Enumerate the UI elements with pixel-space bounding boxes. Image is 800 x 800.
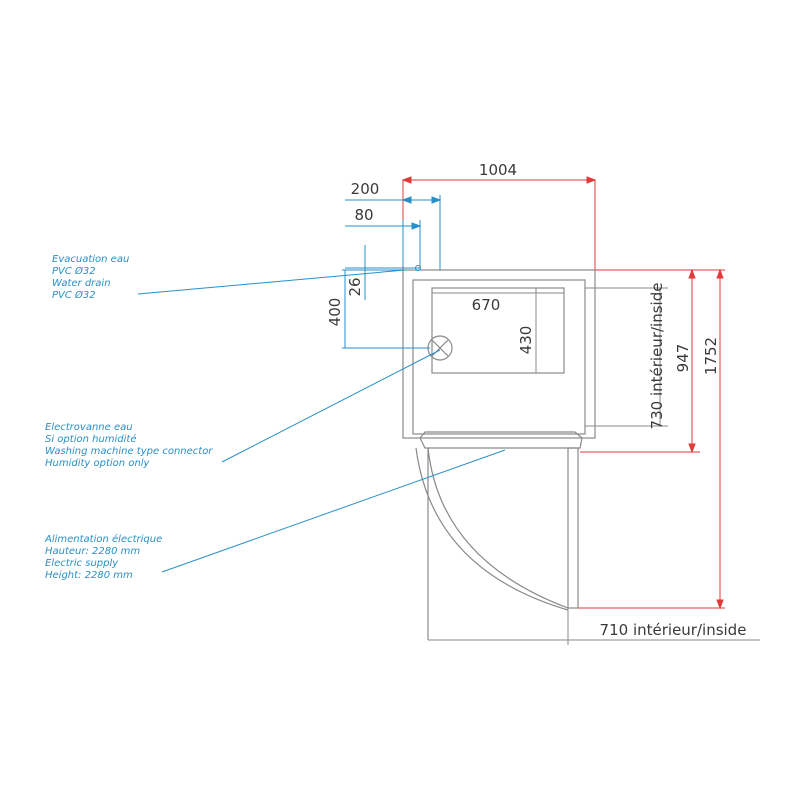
note-electric-supply-line-3: Electric supply	[45, 558, 119, 569]
cabinet-outer	[402, 269, 596, 439]
door-swing-arc	[427, 447, 569, 609]
arrow-947-bottom	[688, 443, 696, 454]
label-200: 200	[351, 180, 380, 198]
arrow-1752-bottom	[716, 599, 724, 610]
note-water-drain: Evacuation eau PVC Ø32 Water drain PVC Ø…	[52, 254, 129, 301]
blue-dimensions	[137, 195, 506, 573]
label-80: 80	[354, 206, 373, 224]
note-water-drain-line-2: PVC Ø32	[52, 265, 96, 277]
note-electric-supply-line-4: Height: 2280 mm	[45, 570, 133, 581]
note-water-drain-line-1: Evacuation eau	[52, 254, 129, 265]
cabinet-inner	[412, 279, 586, 435]
label-730-interior: 730 intérieur/inside	[648, 283, 666, 430]
note-electric-supply: Alimentation électrique Hauteur: 2280 mm…	[44, 533, 162, 581]
gray-dimensions	[428, 287, 760, 645]
arrow-200	[431, 196, 442, 204]
door-swing-arc-outer	[415, 447, 569, 611]
label-430: 430	[517, 326, 535, 355]
door-side-panel	[567, 447, 579, 609]
valve-cross-2	[431, 339, 449, 357]
leader-water-drain	[137, 269, 406, 295]
note-electric-supply-line-2: Hauteur: 2280 mm	[45, 546, 140, 557]
note-water-valve-line-3: Washing machine type connector	[45, 446, 213, 457]
note-water-valve-line-4: Humidity option only	[45, 458, 151, 469]
dimension-labels: 1004 200 80 26 400 670 430 730 intérieur…	[326, 161, 746, 639]
cabinet-outline	[402, 269, 596, 640]
leader-water-valve	[221, 349, 441, 463]
note-water-valve-line-2: Si option humidité	[45, 433, 137, 445]
note-water-drain-line-3: Water drain	[52, 278, 111, 289]
leader-electric-supply	[161, 449, 506, 573]
label-1004: 1004	[479, 161, 517, 179]
arrow-947-top	[688, 268, 696, 279]
label-947: 947	[674, 344, 692, 373]
note-water-valve: Electrovanne eau Si option humidité Wash…	[45, 422, 213, 469]
arrow-200-left	[401, 196, 412, 204]
arrow-80	[411, 222, 422, 230]
label-26: 26	[346, 277, 364, 296]
label-710-interior: 710 intérieur/inside	[600, 621, 747, 639]
note-water-valve-line-1: Electrovanne eau	[45, 422, 133, 433]
label-670: 670	[472, 296, 501, 314]
arrow-1752-top	[716, 268, 724, 279]
arrow-1004-left	[401, 176, 412, 184]
red-dimensions	[401, 176, 725, 610]
drain-pipe-symbol	[415, 265, 421, 271]
label-1752: 1752	[702, 337, 720, 375]
tray	[431, 287, 565, 374]
note-water-drain-line-4: PVC Ø32	[52, 289, 96, 301]
label-400: 400	[326, 298, 344, 327]
door-hinge	[419, 431, 583, 449]
arrow-1004-right	[586, 176, 597, 184]
note-electric-supply-line-1: Alimentation électrique	[44, 533, 162, 545]
